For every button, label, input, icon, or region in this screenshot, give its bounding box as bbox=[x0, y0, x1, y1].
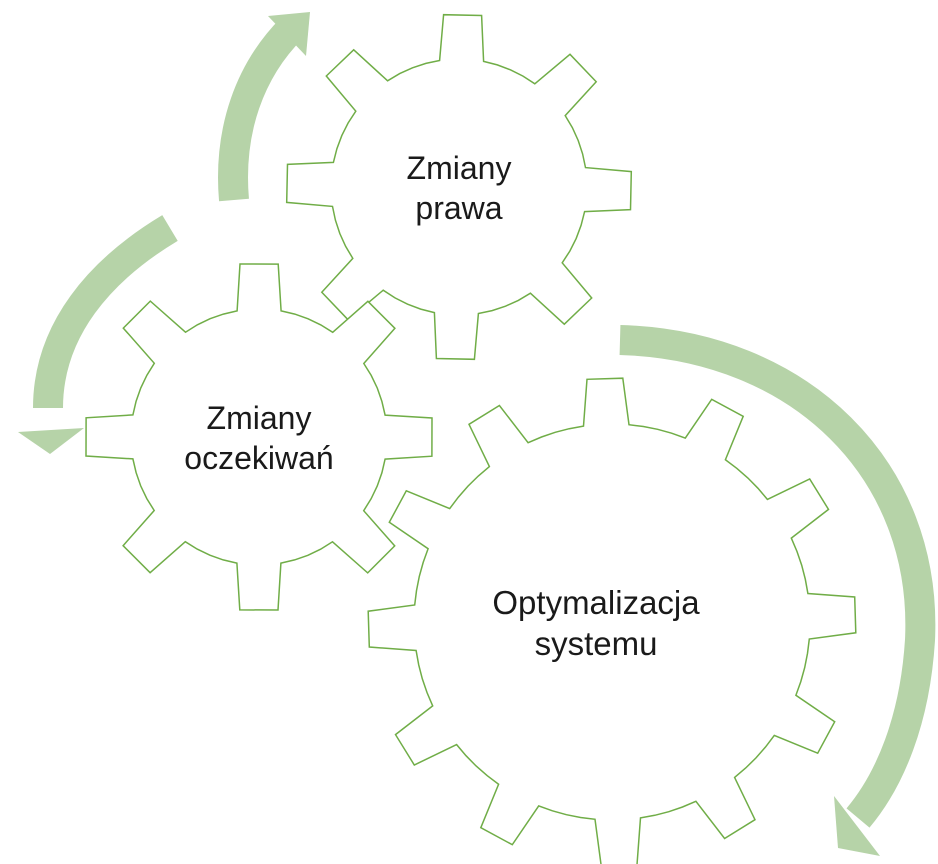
gear-label-zmiany-oczekiwan: Zmiany oczekiwań bbox=[159, 398, 359, 478]
gear-label-zmiany-prawa: Zmiany prawa bbox=[359, 148, 559, 228]
gear-zmiany-prawa bbox=[285, 13, 633, 361]
gear-label-line2: systemu bbox=[534, 625, 658, 663]
gear-label-line2: prawa bbox=[415, 190, 503, 226]
gear-optymalizacja-systemu bbox=[367, 377, 857, 864]
gear-label-optymalizacja-systemu: Optymalizacja systemu bbox=[466, 582, 726, 665]
gear-zmiany-oczekiwan bbox=[85, 263, 433, 611]
cycle-arrow-right bbox=[619, 325, 936, 856]
gear-label-line1: Zmiany bbox=[406, 150, 512, 186]
cycle-arrow-left bbox=[18, 215, 178, 454]
cycle-arrow-top bbox=[218, 12, 310, 202]
gear-label-line1: Zmiany bbox=[206, 400, 312, 436]
gear-label-line2: oczekiwań bbox=[184, 440, 334, 476]
gear-label-line1: Optymalizacja bbox=[492, 584, 700, 621]
